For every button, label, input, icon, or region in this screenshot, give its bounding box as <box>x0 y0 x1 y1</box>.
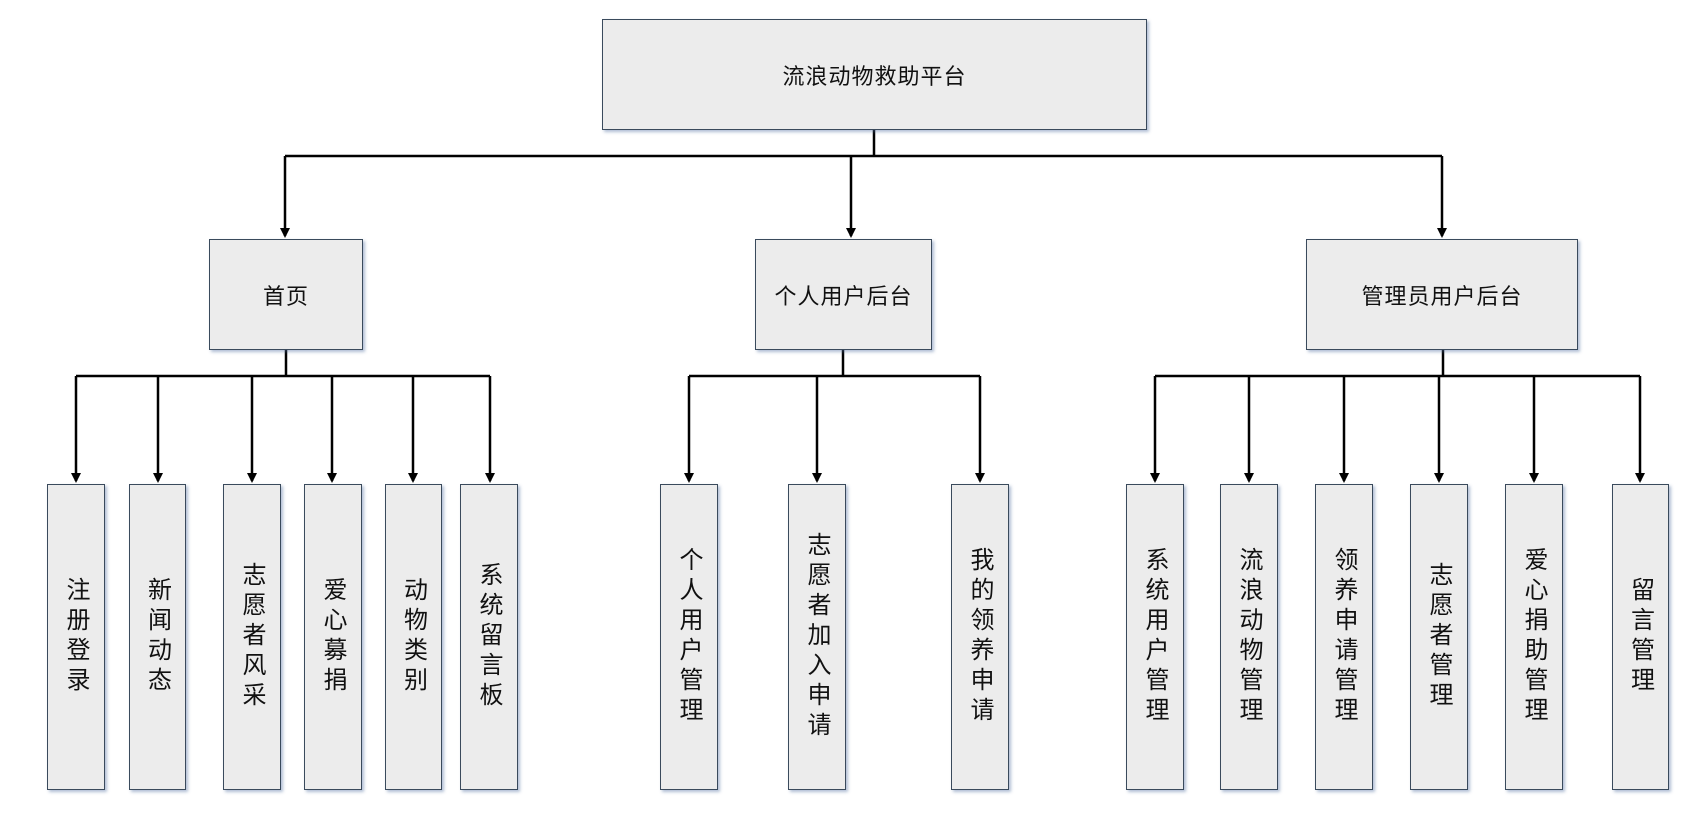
leaf-fundraising: 爱心募捐 <box>304 484 362 790</box>
leaf-label: 我的领养申请 <box>966 547 994 727</box>
leaf-label: 动物类别 <box>399 577 428 697</box>
leaf-label: 留言管理 <box>1626 577 1655 697</box>
admin-connector <box>1155 350 1640 378</box>
branch-home: 首页 <box>209 239 363 350</box>
leaf-volunteer-apply: 志愿者加入申请 <box>788 484 846 790</box>
leaf-label: 志愿者管理 <box>1425 562 1453 712</box>
leaf-animal-category: 动物类别 <box>385 484 442 790</box>
root-node: 流浪动物救助平台 <box>602 19 1147 130</box>
leaf-label: 系统留言板 <box>475 562 503 712</box>
leaf-label: 新闻动态 <box>143 577 172 697</box>
leaf-volunteer-mgmt: 志愿者管理 <box>1410 484 1468 790</box>
root-label: 流浪动物救助平台 <box>782 64 967 90</box>
branch-personal-label: 个人用户后台 <box>774 284 913 310</box>
root-connector <box>285 130 1442 158</box>
leaf-label: 领养申请管理 <box>1330 547 1358 727</box>
leaf-label: 爱心捐助管理 <box>1520 547 1548 727</box>
leaf-message-mgmt: 留言管理 <box>1612 484 1669 790</box>
leaf-label: 志愿者加入申请 <box>803 532 831 742</box>
personal-connector <box>689 350 980 378</box>
branch-personal: 个人用户后台 <box>755 239 932 350</box>
leaf-label: 注册登录 <box>62 577 90 697</box>
leaf-donation-mgmt: 爱心捐助管理 <box>1505 484 1563 790</box>
leaf-label: 志愿者风采 <box>238 562 266 712</box>
leaf-volunteer-showcase: 志愿者风采 <box>223 484 281 790</box>
leaf-my-adoption: 我的领养申请 <box>951 484 1009 790</box>
leaf-label: 爱心募捐 <box>319 577 347 697</box>
leaf-personal-user-mgmt: 个人用户管理 <box>660 484 718 790</box>
leaf-register-login: 注册登录 <box>47 484 105 790</box>
leaf-label: 个人用户管理 <box>675 547 703 727</box>
branch-admin: 管理员用户后台 <box>1306 239 1578 350</box>
branch-home-label: 首页 <box>262 284 309 310</box>
home-connector <box>76 350 490 378</box>
leaf-system-user-mgmt: 系统用户管理 <box>1126 484 1184 790</box>
leaf-stray-animal-mgmt: 流浪动物管理 <box>1220 484 1278 790</box>
leaf-label: 流浪动物管理 <box>1235 547 1263 727</box>
branch-admin-label: 管理员用户后台 <box>1361 284 1523 310</box>
leaf-label: 系统用户管理 <box>1141 547 1169 727</box>
leaf-news: 新闻动态 <box>129 484 186 790</box>
leaf-message-board: 系统留言板 <box>460 484 518 790</box>
leaf-adoption-apply-mgmt: 领养申请管理 <box>1315 484 1373 790</box>
